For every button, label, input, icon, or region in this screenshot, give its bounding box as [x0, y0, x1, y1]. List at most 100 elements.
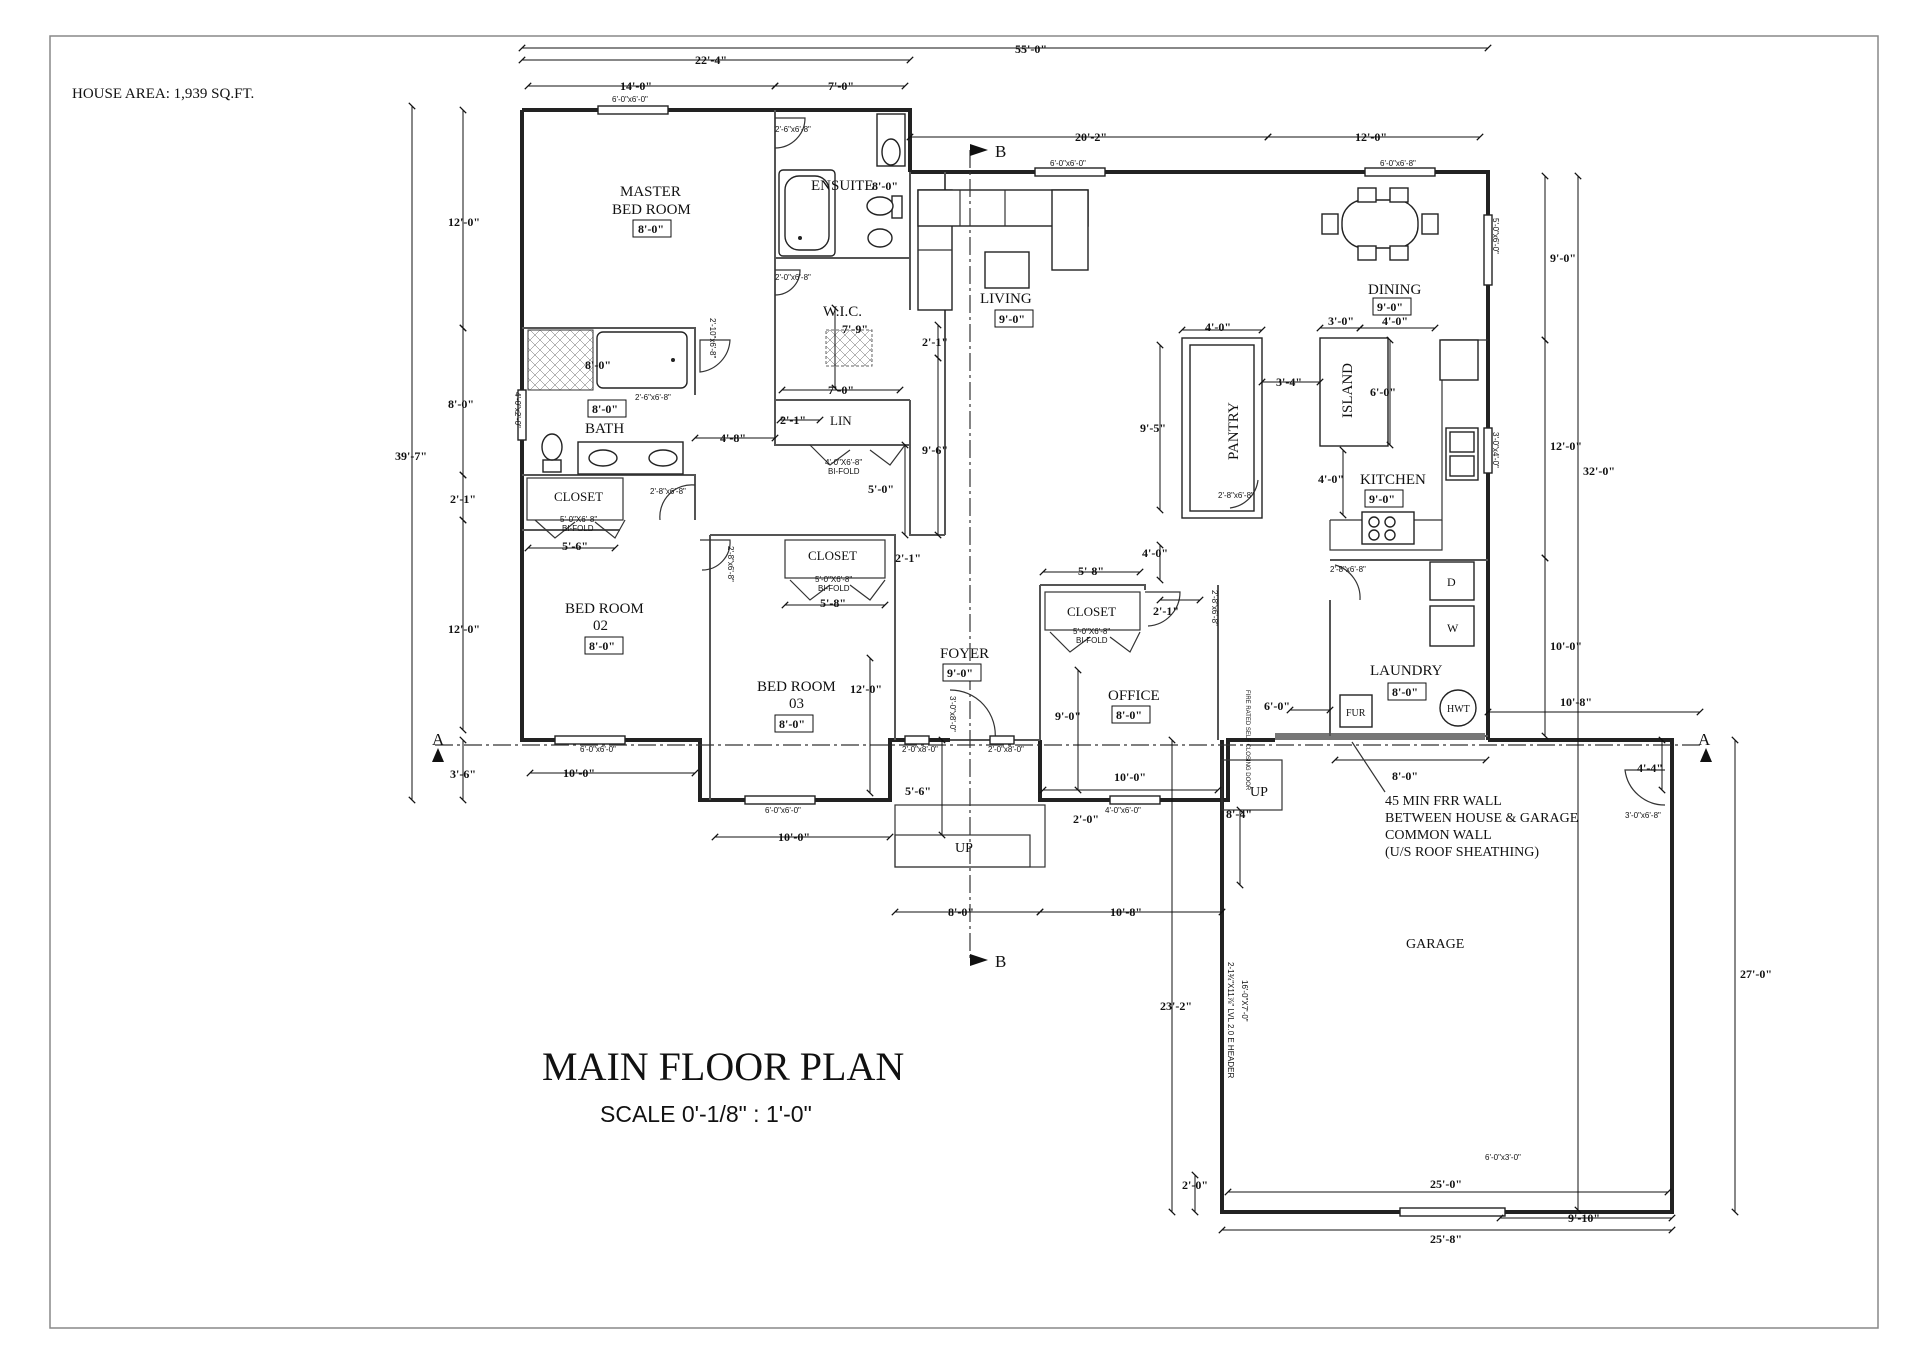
- svg-text:25'-0": 25'-0": [1430, 1177, 1462, 1191]
- svg-text:3'-0"x6'-8": 3'-0"x6'-8": [1625, 811, 1661, 820]
- svg-text:BI-FOLD: BI-FOLD: [1076, 636, 1108, 645]
- svg-text:6'-0"x6'-0": 6'-0"x6'-0": [580, 745, 616, 754]
- svg-text:10'-0": 10'-0": [563, 766, 595, 780]
- label-up-front: UP: [955, 841, 973, 856]
- room-laundry: LAUNDRY: [1370, 663, 1443, 679]
- room-kitchen: KITCHEN: [1360, 472, 1426, 488]
- svg-text:9'-0": 9'-0": [1055, 709, 1081, 723]
- svg-text:10'-0": 10'-0": [1550, 639, 1582, 653]
- svg-text:7'-0": 7'-0": [828, 79, 854, 93]
- svg-text:(U/S ROOF SHEATHING): (U/S ROOF SHEATHING): [1385, 845, 1539, 860]
- room-bedroom03-line1: BED ROOM: [757, 679, 836, 695]
- section-a-right: A: [1698, 730, 1711, 749]
- section-lines: [432, 144, 1712, 966]
- room-garage: GARAGE: [1406, 937, 1464, 952]
- svg-text:2'-8"x6'-8": 2'-8"x6'-8": [726, 546, 735, 582]
- svg-text:2'-0"x8'-0": 2'-0"x8'-0": [988, 745, 1024, 754]
- room-island: ISLAND: [1340, 363, 1356, 418]
- windows: [517, 105, 1506, 1217]
- house-area-label: HOUSE AREA: 1,939 SQ.FT.: [72, 86, 254, 102]
- svg-text:5'-8": 5'-8": [820, 596, 846, 610]
- svg-text:9'-5": 9'-5": [1140, 421, 1166, 435]
- svg-text:8'-4": 8'-4": [1226, 807, 1252, 821]
- svg-text:12'-0": 12'-0": [850, 682, 882, 696]
- svg-text:10'-0": 10'-0": [1114, 770, 1146, 784]
- svg-text:27'-0": 27'-0": [1740, 967, 1772, 981]
- svg-text:2'-6"x6'-8": 2'-6"x6'-8": [635, 393, 671, 402]
- svg-text:20'-2": 20'-2": [1075, 130, 1107, 144]
- svg-text:3'-0"x8'-0": 3'-0"x8'-0": [948, 696, 957, 732]
- svg-text:6'-0"x3'-0": 6'-0"x3'-0": [1485, 1153, 1521, 1162]
- room-lin: LIN: [830, 413, 852, 428]
- room-master-line2: BED ROOM: [612, 202, 691, 218]
- svg-text:2'-0"x8'-0": 2'-0"x8'-0": [902, 745, 938, 754]
- svg-text:4'-0": 4'-0": [1318, 472, 1344, 486]
- fire-rated-wall-hatch: [1275, 733, 1485, 740]
- svg-text:10'-0": 10'-0": [778, 830, 810, 844]
- room-bedroom03-line2: 03: [789, 696, 804, 712]
- svg-text:22'-4": 22'-4": [695, 53, 727, 67]
- svg-text:9'-0": 9'-0": [1377, 300, 1403, 314]
- section-a-left: A: [432, 730, 445, 749]
- room-office: OFFICE: [1108, 688, 1160, 704]
- svg-text:BI-FOLD: BI-FOLD: [818, 584, 850, 593]
- svg-text:6'-0"x6'-0": 6'-0"x6'-0": [1050, 159, 1086, 168]
- svg-text:9'-10": 9'-10": [1568, 1211, 1600, 1225]
- svg-text:14'-0": 14'-0": [620, 79, 652, 93]
- svg-text:4'-0"x2'-0": 4'-0"x2'-0": [513, 392, 522, 428]
- svg-text:6'-0": 6'-0": [1370, 385, 1396, 399]
- svg-text:23'-2": 23'-2": [1160, 999, 1192, 1013]
- plan-title: MAIN FLOOR PLAN: [542, 1044, 904, 1089]
- svg-text:2'-1": 2'-1": [922, 335, 948, 349]
- svg-text:8'-0": 8'-0": [448, 397, 474, 411]
- svg-text:BETWEEN HOUSE & GARAGE: BETWEEN HOUSE & GARAGE: [1385, 811, 1578, 826]
- room-closet-1: CLOSET: [554, 489, 603, 504]
- svg-text:2'-1": 2'-1": [780, 413, 806, 427]
- section-b-top: B: [995, 142, 1006, 161]
- label-up-garage: UP: [1250, 785, 1268, 800]
- svg-text:12'-0": 12'-0": [448, 622, 480, 636]
- svg-text:FIRE RATED SELF CLOSING DOOR: FIRE RATED SELF CLOSING DOOR: [1244, 690, 1250, 791]
- svg-text:55'-0": 55'-0": [1015, 42, 1047, 56]
- svg-text:2'-0": 2'-0": [1182, 1178, 1208, 1192]
- svg-text:COMMON WALL: COMMON WALL: [1385, 828, 1492, 843]
- svg-text:32'-0": 32'-0": [1583, 464, 1615, 478]
- svg-text:45 MIN FRR WALL: 45 MIN FRR WALL: [1385, 794, 1502, 809]
- svg-text:2'-0"x6'-8": 2'-0"x6'-8": [775, 273, 811, 282]
- svg-text:12'-0": 12'-0": [448, 215, 480, 229]
- svg-text:7'-0": 7'-0": [828, 383, 854, 397]
- svg-text:8'-0": 8'-0": [948, 905, 974, 919]
- svg-text:3'-0"x4'-0": 3'-0"x4'-0": [1491, 432, 1500, 468]
- svg-text:2-1¾"X11⅞" LVL 2.0 E HEADER: 2-1¾"X11⅞" LVL 2.0 E HEADER: [1226, 962, 1235, 1078]
- svg-text:16'-0"X7'-0": 16'-0"X7'-0": [1240, 980, 1249, 1022]
- svg-text:BI-FOLD: BI-FOLD: [828, 467, 860, 476]
- section-b-bottom: B: [995, 952, 1006, 971]
- room-ensuite: ENSUITE: [811, 178, 874, 194]
- room-closet-2: CLOSET: [808, 548, 857, 563]
- svg-text:7'-9": 7'-9": [842, 322, 868, 336]
- svg-text:10'-8": 10'-8": [1560, 695, 1592, 709]
- room-bedroom02-line1: BED ROOM: [565, 601, 644, 617]
- svg-text:4'-0": 4'-0": [1382, 314, 1408, 328]
- interior-walls: [522, 110, 1488, 800]
- room-bath: BATH: [585, 421, 624, 437]
- svg-text:8'-0": 8'-0": [589, 639, 615, 653]
- svg-text:4'-0": 4'-0": [1142, 546, 1168, 560]
- svg-text:9'-0": 9'-0": [947, 666, 973, 680]
- label-hwt: HWT: [1447, 704, 1470, 715]
- svg-text:5'-0"X6'-8": 5'-0"X6'-8": [815, 575, 852, 584]
- svg-text:39'-7": 39'-7": [395, 449, 427, 463]
- svg-text:5'-6": 5'-6": [905, 784, 931, 798]
- svg-text:4'-0": 4'-0": [1205, 320, 1231, 334]
- svg-text:3'-0": 3'-0": [1328, 314, 1354, 328]
- plan-scale: SCALE 0'-1/8" : 1'-0": [600, 1101, 812, 1127]
- svg-text:6'-0": 6'-0": [1264, 699, 1290, 713]
- dimension-text: 55'-0" 22'-4" 14'-0" 7'-0" 20'-2" 12'-0"…: [395, 42, 1772, 1246]
- svg-text:5'-0": 5'-0": [868, 482, 894, 496]
- room-closet-3: CLOSET: [1067, 604, 1116, 619]
- fire-wall-note: 45 MIN FRR WALL BETWEEN HOUSE & GARAGE C…: [1351, 741, 1578, 860]
- svg-text:8'-0": 8'-0": [638, 222, 664, 236]
- window-door-tags: 6'-0"x6'-0" 6'-0"x6'-0" 6'-0"x6'-8" 6'-0…: [513, 95, 1661, 1162]
- dimension-lines: [408, 44, 1739, 1234]
- svg-text:8'-0": 8'-0": [779, 717, 805, 731]
